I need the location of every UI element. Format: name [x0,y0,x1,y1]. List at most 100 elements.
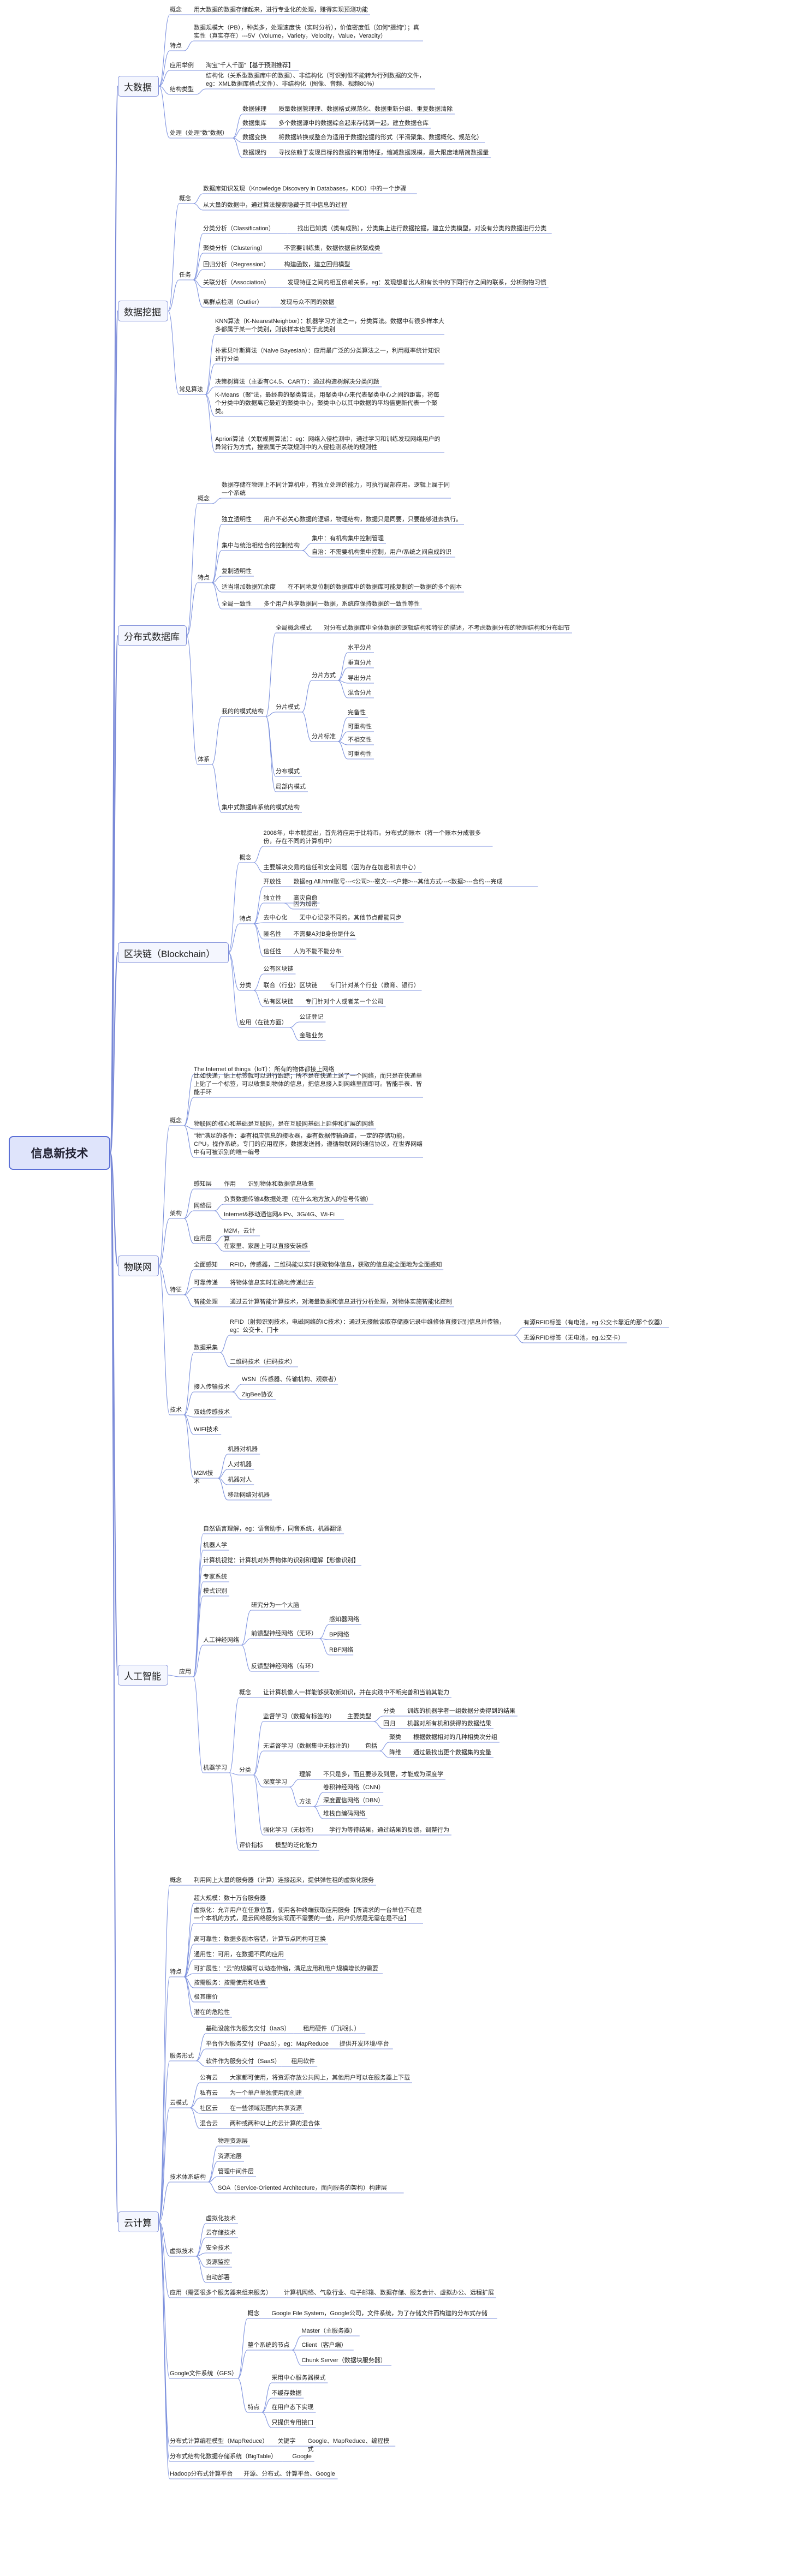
subtopic-node: 不需要A对B身份是什么 [293,931,356,937]
subtopic-node: 用户不必关心数据的逻辑，物理结构，数据只是同要，只要能够进去执行。 [264,516,462,523]
connector-line [253,1750,264,1776]
branch-cloud: 云计算 [118,2212,159,2232]
connector-line [217,1454,228,1479]
connector-line [253,973,264,991]
subtopic-node: 我的的模式结构 [222,708,264,715]
connector-line [289,1027,300,1041]
subtopic-node: 数据规约 [242,150,267,156]
connector-line [292,2335,302,2351]
subtopic-node: 理解 [299,1771,311,1778]
connector-line [232,113,243,139]
subtopic-node: 通过最找出更个数据集的变量 [413,1749,491,1756]
topic-node: 概念 [198,495,210,502]
subtopic-node: 匿名性 [263,931,282,937]
subtopic-node: 集中式数据库系统的模式结构 [222,804,300,811]
connector-line [183,1125,194,1158]
connector-line [195,2060,206,2067]
connector-line [193,193,204,204]
subtopic-node: 集中与统治相结合的控制结构 [222,542,300,549]
subtopic-node: 分布模式 [276,768,300,775]
subtopic-node: 计算机网络、气象行业、电子邮箱、数据存储、服务会计、虚拟办公、远程扩展 [284,2290,494,2296]
connector-line [195,2048,206,2061]
subtopic-node: 专门针对某个行业（教育、银行） [329,982,420,989]
subtopic-node: 在家里、家居上可以直接安装感 [224,1243,308,1250]
connector-line [158,2221,170,2298]
subtopic-node: 聚类分析（Clustering） [203,245,266,252]
subtopic-node: 因为加密 [293,901,318,907]
subtopic-node: 聚类 [389,1734,401,1741]
topic-node: 结构类型 [170,86,194,93]
subtopic-node: 可重构性 [348,724,372,730]
topic-node: 任务 [179,272,191,278]
connector-line [337,652,348,681]
subtopic-node: 人工神经网络 [203,1637,239,1643]
subtopic-node: 可靠传递 [194,1280,218,1286]
subtopic-node: WIFI技术 [194,1426,219,1433]
connector-line [241,1610,252,1646]
subtopic-node: 朴素贝叶斯算法（Naive Bayesian）：应用最广泛的分类算法之一，利用概… [215,348,440,362]
subtopic-node: 专家系统 [203,1574,227,1580]
connector-line [228,952,240,1028]
subtopic-node: 复制透明性 [222,568,252,575]
subtopic-node: 数据集库 [242,120,267,127]
connector-line [211,576,222,583]
topic-node: 概念 [170,1117,182,1124]
topic-node: 概念 [179,195,191,202]
connector-line [193,1595,204,1677]
connector-line [205,394,216,417]
subtopic-node: Apriori算法（关联规则算法）：eg：网络入侵检测中，通过学习和训练发现网络… [215,436,441,451]
topic-node: 概念 [170,1877,182,1884]
subtopic-node: 作用 [224,1181,236,1187]
connector-line [158,2060,170,2222]
connector-line [168,310,180,395]
topic-node: 处理（处理"数"数据） [170,130,228,136]
connector-line [301,680,312,713]
connector-line [158,1976,170,2222]
subtopic-node: 垂直分片 [348,660,372,666]
connector-line [110,1152,118,1266]
connector-line [158,86,170,139]
connector-line [205,334,216,395]
connector-line [183,1210,194,1219]
connector-line [211,582,222,609]
subtopic-node: 超大规模：数十万台服务器 [194,1895,266,1902]
subtopic-node: 淘宝"千人千面"【基于预测推荐】 [206,62,294,69]
subtopic-node: RBF网络 [329,1647,353,1653]
subtopic-node: 强化学习（无标签） [263,1827,317,1833]
connector-line [232,138,243,158]
connector-line [193,253,204,280]
connector-line [283,903,294,910]
connector-line [158,2221,170,2379]
subtopic-node: 监督学习（数据有标签的） [263,1713,335,1720]
connector-line [211,524,222,583]
subtopic-node: 无监督学习（数据集中无标注的） [263,1743,353,1749]
subtopic-node: 数据催理 [242,106,267,112]
subtopic-node: 模型的泛化能力 [275,1842,317,1849]
connector-line [217,1478,228,1501]
connector-line [253,1774,264,1788]
connector-line [228,862,240,953]
topic-node: 常见算法 [179,386,203,393]
subtopic-node: 虚拟化技术 [206,2215,236,2222]
subtopic-node: 公有区块链 [263,966,294,972]
connector-line [241,1638,252,1646]
topic-node: 特点 [170,1969,182,1975]
connector-line [193,1645,204,1677]
connector-line [110,1152,118,2222]
connector-line [261,2382,272,2413]
subtopic-node: 研究分为一个大脑 [251,1602,299,1609]
connector-line [211,498,222,504]
subtopic-node: 物理资源层 [218,2138,248,2144]
connector-line [110,635,118,1153]
connector-line [158,1125,170,1266]
topic-node: 特点 [239,916,252,922]
subtopic-node: 概念 [239,1689,251,1696]
connector-line [183,1923,194,1977]
connector-line [213,1210,224,1220]
connector-line [337,680,348,698]
topic-node: 分布式结构化数据存储系统（BigTable） [170,2453,277,2460]
connector-line [218,1469,228,1479]
connector-line [183,1269,194,1295]
subtopic-node: 将数据转换或整合为适用于数据挖掘的形式（平滑聚集、数据概化、规范化） [278,134,483,141]
connector-line [158,1218,170,1266]
